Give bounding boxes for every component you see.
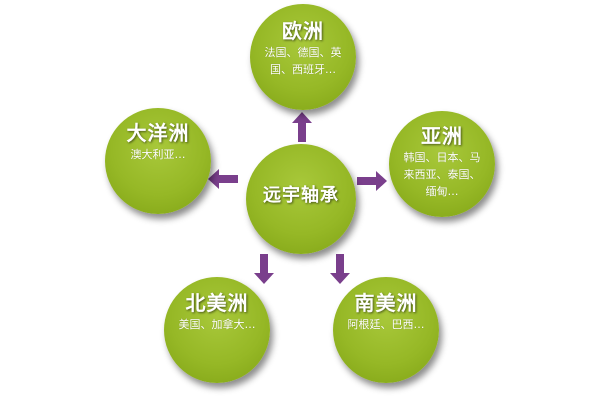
node-desc-line: 国、西班牙…: [270, 63, 336, 76]
node-desc-line: 法国、德国、英: [264, 46, 342, 59]
node-title: 亚洲: [421, 124, 463, 148]
node-center: 远宇轴承: [246, 144, 356, 254]
arrow-right-icon: [357, 171, 387, 191]
node-title: 欧洲: [282, 19, 324, 43]
node-title: 北美洲: [185, 291, 249, 315]
node-title: 南美洲: [354, 291, 418, 315]
node-desc-line: 澳大利亚…: [130, 148, 186, 161]
arrow-down-right-icon: [330, 254, 350, 284]
arrow-left-icon: [208, 169, 238, 189]
node-south-america: 南美洲 阿根廷、巴西…: [333, 277, 439, 383]
node-asia: 亚洲 韩国、日本、马 来西亚、泰国、 缅甸…: [389, 111, 495, 217]
node-europe: 欧洲 法国、德国、英 国、西班牙…: [250, 4, 356, 110]
arrow-up-icon: [292, 112, 312, 142]
node-title: 大洋洲: [126, 121, 190, 145]
node-desc-line: 阿根廷、巴西…: [347, 318, 425, 331]
node-oceania: 大洋洲 澳大利亚…: [105, 108, 211, 214]
node-desc-line: 韩国、日本、马: [403, 151, 481, 164]
node-desc-line: 来西亚、泰国、: [403, 168, 481, 181]
node-north-america: 北美洲 美国、加拿大…: [164, 277, 270, 383]
node-desc-line: 美国、加拿大…: [178, 318, 256, 331]
center-title: 远宇轴承: [263, 185, 339, 206]
arrow-down-left-icon: [254, 254, 274, 284]
node-desc-line: 缅甸…: [425, 185, 459, 198]
